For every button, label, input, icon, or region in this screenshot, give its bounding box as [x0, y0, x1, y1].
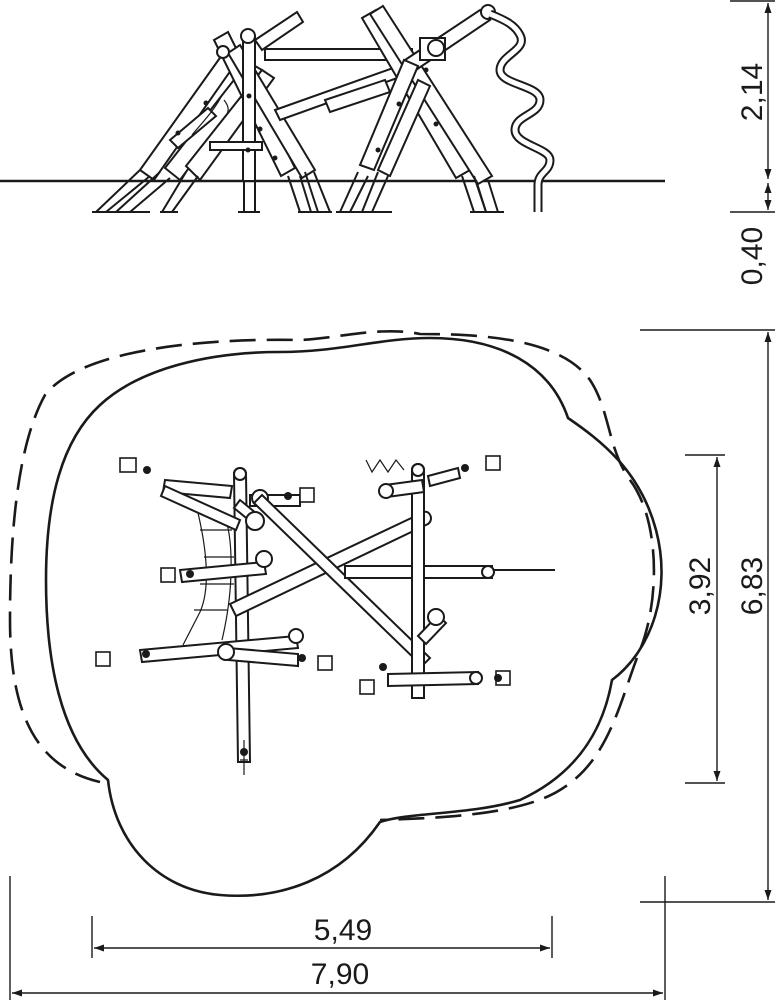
plan-dimension-6-83: 6,83 [640, 329, 775, 903]
hardware-brackets [95, 455, 511, 775]
foundation-depth-label: 0,40 [736, 227, 769, 285]
plan-view: 3,92 6,83 5,49 7,90 [8, 329, 775, 1000]
left-frame [138, 10, 317, 182]
equipment-width-label: 5,49 [314, 914, 372, 947]
safety-area-depth-label: 6,83 [736, 557, 769, 615]
elevation-dimension-0-40: 0,40 [730, 183, 775, 285]
elevation-dimension-2-14: 2,14 [730, 0, 775, 179]
right-foundation-legs [336, 171, 504, 213]
plan-dimension-3-92: 3,92 [684, 454, 725, 784]
equipment-depth-label: 3,92 [684, 557, 717, 615]
safety-area-dashed-outline [8, 329, 656, 822]
left-foundation-legs [92, 169, 332, 213]
plan-dimension-7-90: 7,90 [9, 876, 666, 1000]
right-vertical-log [411, 463, 425, 699]
height-above-ground-label: 2,14 [736, 63, 769, 121]
side-elevation: 2,14 0,40 [0, 0, 775, 285]
surface-outline [44, 336, 663, 897]
spiral-pole [488, 9, 555, 212]
plan-dimension-5-49: 5,49 [91, 914, 553, 958]
safety-area-width-label: 7,90 [311, 958, 369, 991]
